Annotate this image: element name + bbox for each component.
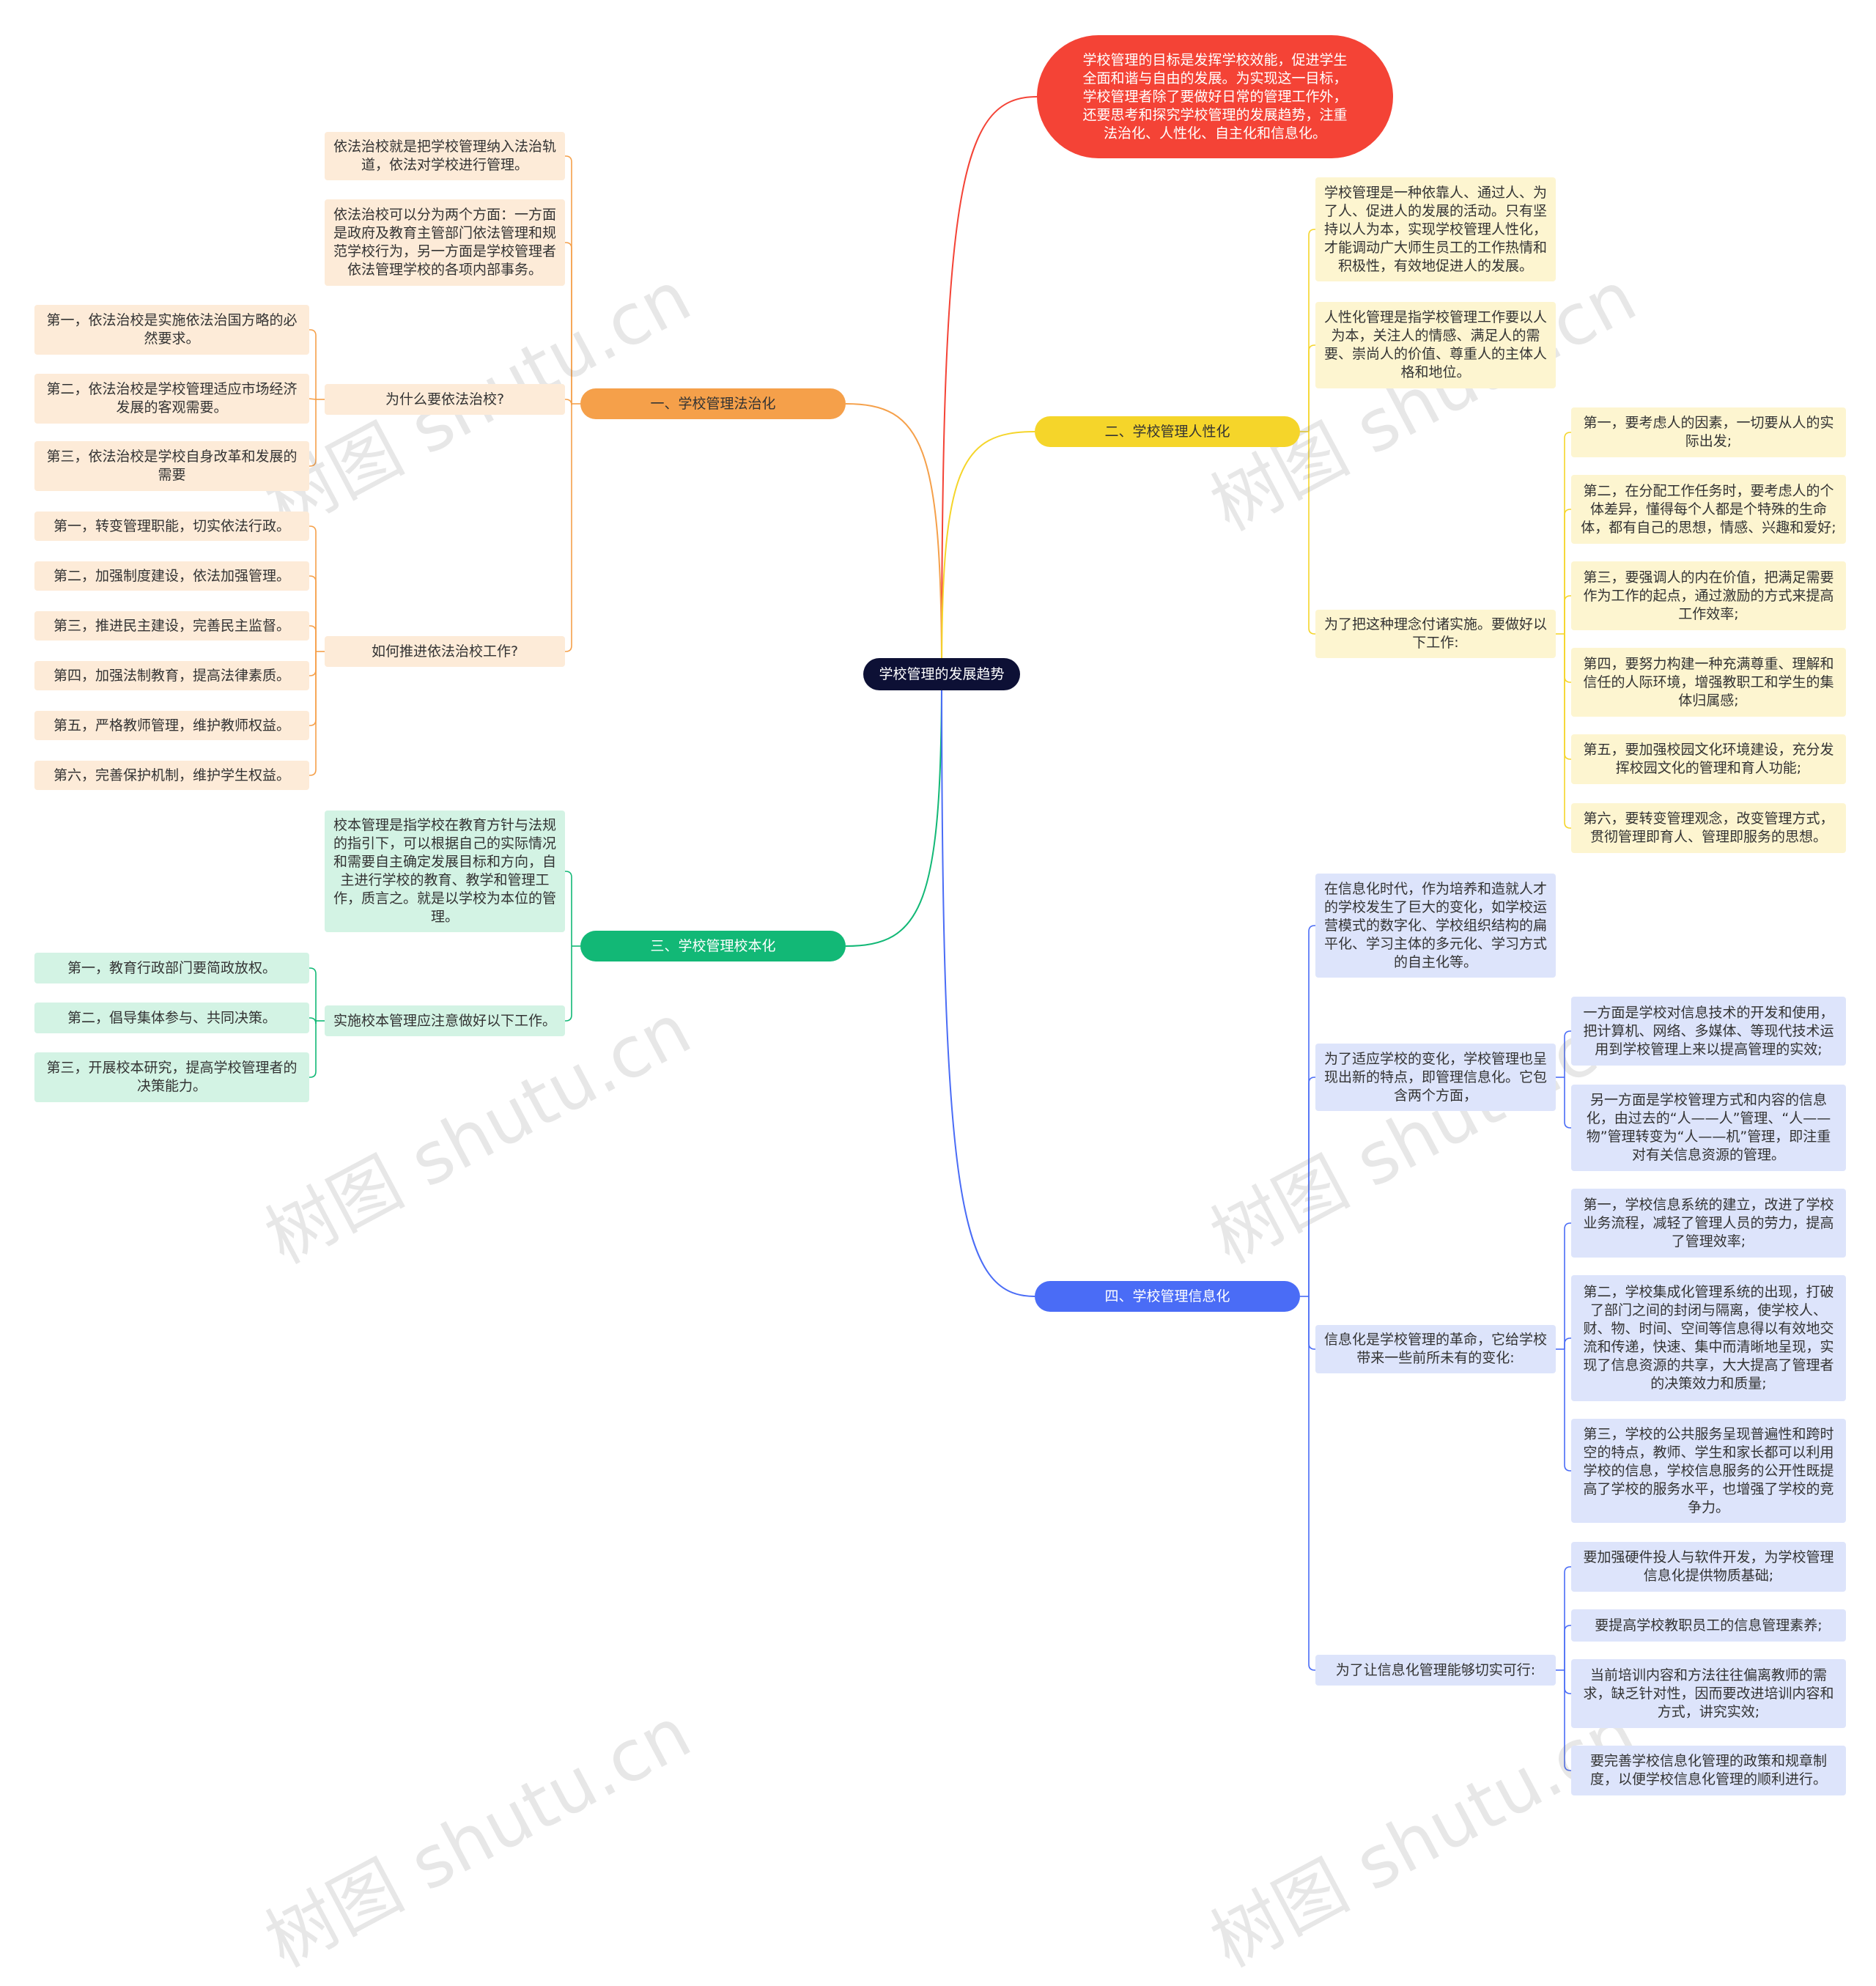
connector-line <box>309 651 317 726</box>
leaf-node[interactable]: 第四，要努力构建一种充满尊重、理解和信任的人际环境，增强教职工和学生的集体归属感… <box>1571 648 1846 717</box>
subtopic-how-rule-of-law[interactable]: 如何推进依法治校工作? <box>325 636 565 667</box>
connector-line <box>309 399 317 467</box>
connector-line <box>1564 1670 1571 1771</box>
branch-humanization[interactable]: 二、学校管理人性化 <box>1035 416 1300 447</box>
leaf-node[interactable]: 第六，完善保护机制，维护学生权益。 <box>34 761 309 790</box>
summary-node[interactable]: 学校管理的目标是发挥学校效能，促进学生全面和谐与自由的发展。为实现这一目标，学校… <box>1037 35 1393 158</box>
connector-line <box>565 399 572 406</box>
subtopic-node[interactable]: 为了适应学校的变化，学校管理也呈现出新的特点，即管理信息化。它包含两个方面， <box>1315 1044 1556 1111</box>
leaf-node[interactable]: 第三，开展校本研究，提高学校管理者的决策能力。 <box>34 1052 309 1102</box>
connector-line <box>845 673 942 947</box>
leaf-node[interactable]: 第三，要强调人的内在价值，把满足需要作为工作的起点，通过激励的方式来提高工作效率… <box>1571 561 1846 630</box>
branch-rule-of-law[interactable]: 一、学校管理法治化 <box>580 388 846 419</box>
leaf-node[interactable]: 第四，加强法制教育，提高法律素质。 <box>34 661 309 690</box>
connector-line <box>1564 1077 1571 1129</box>
connector-line <box>1564 1625 1571 1670</box>
subtopic-node[interactable]: 实施校本管理应注意做好以下工作。 <box>325 1005 565 1036</box>
connector-line <box>1564 432 1571 634</box>
subtopic-node[interactable]: 为了让信息化管理能够切实可行: <box>1315 1655 1556 1686</box>
leaf-node[interactable]: 第一，教育行政部门要简政放权。 <box>34 953 309 983</box>
connector-line <box>1564 1030 1571 1077</box>
leaf-node[interactable]: 第三，依法治校是学校自身改革和发展的需要 <box>34 441 309 491</box>
connector-line <box>1308 344 1315 432</box>
connector-line <box>1564 595 1571 634</box>
connector-line <box>1308 925 1315 1296</box>
connector-line <box>1308 1296 1315 1671</box>
subtopic-node[interactable]: 为了把这种理念付诸实施。要做好以下工作: <box>1315 610 1556 658</box>
subtopic-node[interactable]: 依法治校可以分为两个方面：一方面是政府及教育主管部门依法管理和规范学校行为，另一… <box>325 199 565 286</box>
branch-school-based[interactable]: 三、学校管理校本化 <box>580 931 846 961</box>
connector-line <box>1564 1566 1571 1670</box>
leaf-node[interactable]: 第五，要加强校园文化环境建设，充分发挥校园文化的管理和育人功能; <box>1571 734 1846 784</box>
connector-line <box>309 1017 317 1025</box>
leaf-node[interactable]: 第二，加强制度建设，依法加强管理。 <box>34 561 309 591</box>
connector-line <box>309 651 317 676</box>
leaf-node[interactable]: 第一，依法治校是实施依法治国方略的必然要求。 <box>34 305 309 355</box>
connector-line <box>309 329 317 399</box>
leaf-node[interactable]: 第一，学校信息系统的建立，改进了学校业务流程，减轻了管理人员的劳力，提高了管理效… <box>1571 1189 1846 1258</box>
connector-line <box>1564 634 1571 683</box>
leaf-node[interactable]: 第二，学校集成化管理系统的出现，打破了部门之间的封闭与隔离，使学校人、财、物、时… <box>1571 1275 1846 1401</box>
connector-line <box>565 242 572 404</box>
subtopic-node[interactable]: 学校管理是一种依靠人、通过人、为了人、促进人的发展的活动。只有坚持以人为本，实现… <box>1315 177 1556 281</box>
connector-line <box>309 1021 317 1078</box>
connector-line <box>1308 432 1315 635</box>
subtopic-node[interactable]: 在信息化时代，作为培养和造就人才的学校发生了巨大的变化，如学校运营模式的数字化、… <box>1315 874 1556 978</box>
leaf-node[interactable]: 第三，学校的公共服务呈现普遍性和跨时空的特点，教师、学生和家长都可以利用学校的信… <box>1571 1419 1846 1523</box>
leaf-node[interactable]: 当前培训内容和方法往往偏离教师的需求，缺乏针对性，因而要改进培训内容和方式，讲究… <box>1571 1659 1846 1728</box>
connector-line <box>1308 1296 1315 1350</box>
leaf-node[interactable]: 第一，要考虑人的因素，一切要从人的实际出发; <box>1571 407 1846 457</box>
subtopic-node[interactable]: 校本管理是指学校在教育方针与法规的指引下，可以根据自己的实际情况和需要自主确定发… <box>325 811 565 932</box>
leaf-node[interactable]: 要提高学校教职员工的信息管理素养; <box>1571 1609 1846 1642</box>
leaf-node[interactable]: 第三，推进民主建设，完善民主监督。 <box>34 611 309 641</box>
leaf-node[interactable]: 要完善学校信息化管理的政策和规章制度，以便学校信息化管理的顺利进行。 <box>1571 1746 1846 1795</box>
subtopic-node[interactable]: 人性化管理是指学校管理工作要以人为本，关注人的情感、满足人的需要、崇尚人的价值、… <box>1315 302 1556 388</box>
mindmap-canvas: 树图 shutu.cn 树图 shutu.cn 树图 shutu.cn 树图 s… <box>34 35 1846 1983</box>
connector-line <box>309 625 317 651</box>
leaf-node[interactable]: 第五，严格教师管理，维护教师权益。 <box>34 711 309 740</box>
connector-line <box>565 404 572 652</box>
connector-line <box>309 967 317 1021</box>
connector-line <box>845 403 942 675</box>
connector-line <box>1564 1670 1571 1694</box>
connector-line <box>565 155 572 404</box>
connector-line <box>1308 1077 1315 1296</box>
connector-line <box>941 673 1035 1297</box>
connector-line <box>1564 634 1571 760</box>
connector-line <box>1564 1337 1571 1349</box>
watermark: 树图 shutu.cn <box>252 1691 704 1983</box>
leaf-node[interactable]: 第一，转变管理职能，切实依法行政。 <box>34 512 309 541</box>
connector-line <box>1308 229 1315 432</box>
connector-line <box>1564 634 1571 829</box>
subtopic-node[interactable]: 依法治校就是把学校管理纳入法治轨道，依法对学校进行管理。 <box>325 132 565 180</box>
connector-line <box>1564 1222 1571 1349</box>
leaf-node[interactable]: 第二，在分配工作任务时，要考虑人的个体差异，懂得每个人都是个特殊的生命体，都有自… <box>1571 475 1846 544</box>
leaf-node[interactable]: 要加强硬件投人与软件开发，为学校管理信息化提供物质基础; <box>1571 1542 1846 1592</box>
connector-line <box>1564 1349 1571 1472</box>
connector-line <box>941 431 1035 675</box>
leaf-node[interactable]: 第六，要转变管理观念，改变管理方式，贯彻管理即育人、管理即服务的思想。 <box>1571 803 1846 853</box>
leaf-node[interactable]: 另一方面是学校管理方式和内容的信息化，由过去的“人——人”管理、“人——物”管理… <box>1571 1085 1846 1171</box>
connector-line <box>309 651 317 776</box>
root-topic[interactable]: 学校管理的发展趋势 <box>863 658 1020 690</box>
connector-line <box>309 525 317 651</box>
connector-line <box>565 946 572 1022</box>
leaf-node[interactable]: 一方面是学校对信息技术的开发和使用，把计算机、网络、多媒体、等现代技术运用到学校… <box>1571 997 1846 1066</box>
subtopic-why-rule-of-law[interactable]: 为什么要依法治校? <box>325 384 565 415</box>
connector-line <box>1564 509 1571 634</box>
connector-line <box>941 96 1038 675</box>
connector-line <box>309 575 317 651</box>
connector-line <box>565 871 572 946</box>
leaf-node[interactable]: 第二，依法治校是学校管理适应市场经济发展的客观需要。 <box>34 374 309 424</box>
subtopic-node[interactable]: 信息化是学校管理的革命，它给学校带来一些前所未有的变化: <box>1315 1325 1556 1373</box>
branch-informatization[interactable]: 四、学校管理信息化 <box>1035 1281 1300 1312</box>
leaf-node[interactable]: 第二，倡导集体参与、共同决策。 <box>34 1003 309 1033</box>
